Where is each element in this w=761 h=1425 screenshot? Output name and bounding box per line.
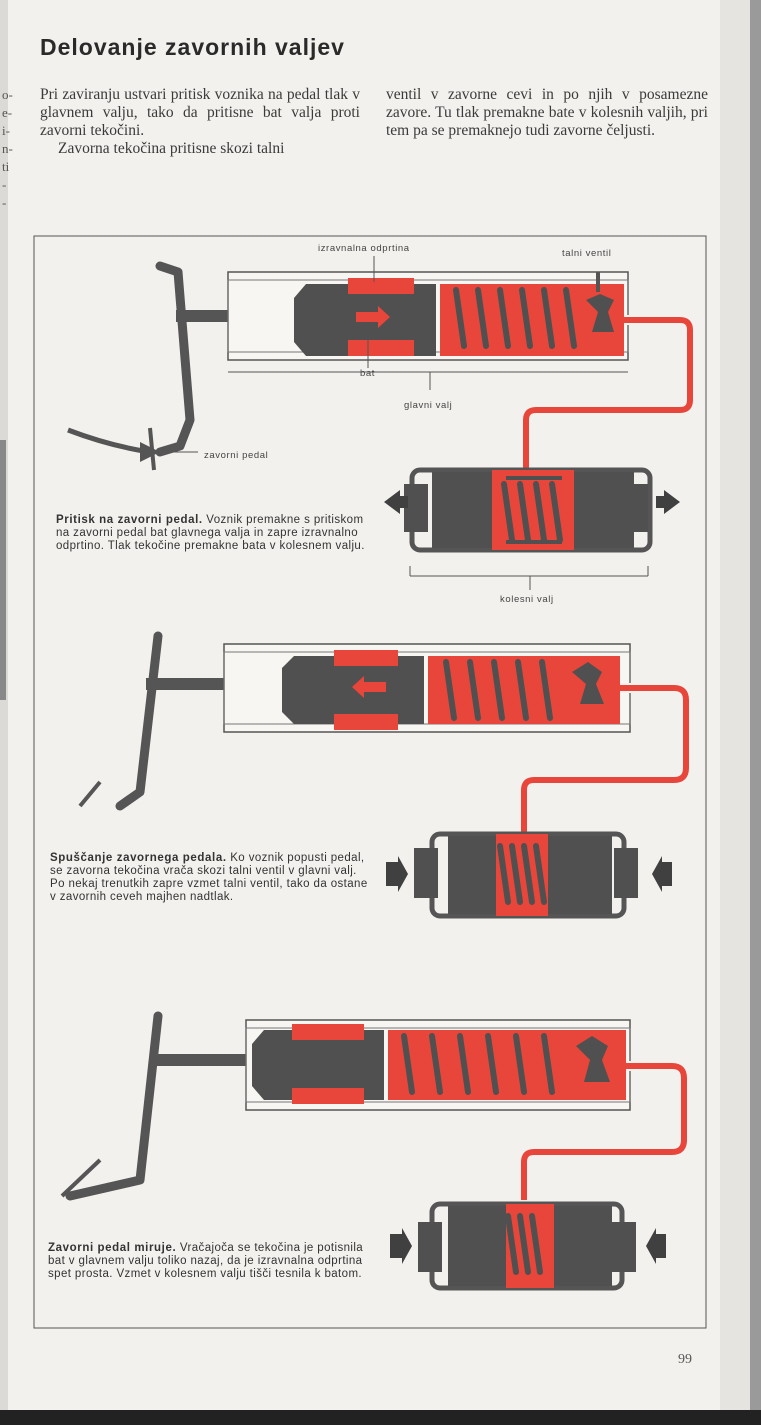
intro-paragraph: Pri zaviranju ustvari pritisk voznika na…	[40, 86, 360, 139]
label-glavni-valj: glavni valj	[404, 400, 453, 411]
caption-text: Vračajoča se tekočina je potisnila bat v…	[48, 1242, 364, 1280]
right-page-edge	[720, 0, 750, 1425]
caption-title: Zavorni pedal miruje.	[48, 1242, 177, 1254]
left-binding-shadow	[0, 440, 6, 700]
label-talni-ventil: talni ventil	[562, 248, 612, 259]
arrow-in-right-2	[652, 856, 672, 892]
diagram-frame	[33, 235, 707, 1329]
flow-arrow-2	[352, 676, 386, 698]
brake-pipe-2	[521, 685, 689, 834]
brake-pipe-3	[521, 1063, 687, 1200]
floor-valve-3	[576, 1036, 610, 1082]
piston-2	[282, 656, 424, 724]
flow-arrow-1	[356, 306, 390, 328]
caption-2: Spuščanje zavornega pedala. Ko voznik po…	[50, 852, 370, 904]
label-izravnalna-odprtina: izravnalna odprtina	[318, 243, 410, 254]
caption-1: Pritisk na zavorni pedal. Voznik premakn…	[56, 514, 372, 553]
right-shadow	[750, 0, 761, 1425]
spine-letter: o-	[2, 87, 13, 102]
page-number: 99	[678, 1352, 692, 1367]
spine-letter: n-	[2, 141, 13, 156]
arrow-in-left-3	[390, 1228, 412, 1264]
spine-letter: e-	[2, 105, 13, 120]
bottom-shadow	[0, 1410, 761, 1425]
left-page-edge	[0, 0, 8, 1425]
intro-column-right: ventil v zavorne cevi in po njih v posam…	[386, 86, 708, 140]
force-arrowhead-1	[140, 442, 160, 462]
spine-letter: -	[2, 195, 7, 210]
arrow-right-1	[656, 490, 680, 514]
intro-paragraph: ventil v zavorne cevi in po njih v posam…	[386, 86, 708, 139]
arrow-in-left-2	[386, 856, 408, 892]
floor-valve-1	[586, 294, 614, 332]
caption-title: Pritisk na zavorni pedal.	[56, 514, 203, 526]
caption-title: Spuščanje zavornega pedala.	[50, 852, 227, 864]
spine-letter: -	[2, 177, 7, 192]
page-title: Delovanje zavornih valjev	[40, 34, 345, 60]
diagram-1	[67, 256, 695, 590]
intro-column-left: Pri zaviranju ustvari pritisk voznika na…	[40, 86, 360, 158]
brake-pedal-2	[115, 631, 163, 811]
diagram-3	[60, 1011, 689, 1291]
label-kolesni-valj: kolesni valj	[500, 594, 554, 605]
brake-pipe-1	[523, 317, 693, 470]
diagram-2	[78, 631, 691, 919]
force-arrow-curve-1	[67, 427, 151, 455]
brake-pedal-3	[65, 1011, 163, 1201]
label-zavorni-pedal: zavorni pedal	[204, 450, 269, 461]
brake-pedal-1	[155, 261, 195, 457]
pushrod-3	[150, 1054, 260, 1066]
caption-3: Zavorni pedal miruje. Vračajoča se tekoč…	[48, 1242, 366, 1281]
piston-3	[252, 1030, 384, 1100]
intro-paragraph: Zavorna tekočina pritisne skozi talni	[58, 140, 285, 157]
arrow-in-right-3	[646, 1228, 666, 1264]
label-bat: bat	[360, 368, 376, 379]
caption-text: Ko voznik popusti pedal, se zavorna teko…	[50, 852, 368, 903]
spine-letter: i-	[2, 123, 10, 138]
arrow-left-1	[384, 490, 408, 514]
spine-letter: ti	[2, 159, 10, 174]
caption-text: Voznik premakne s pritiskom na zavorni p…	[56, 514, 365, 552]
floor-valve-2	[572, 662, 604, 704]
